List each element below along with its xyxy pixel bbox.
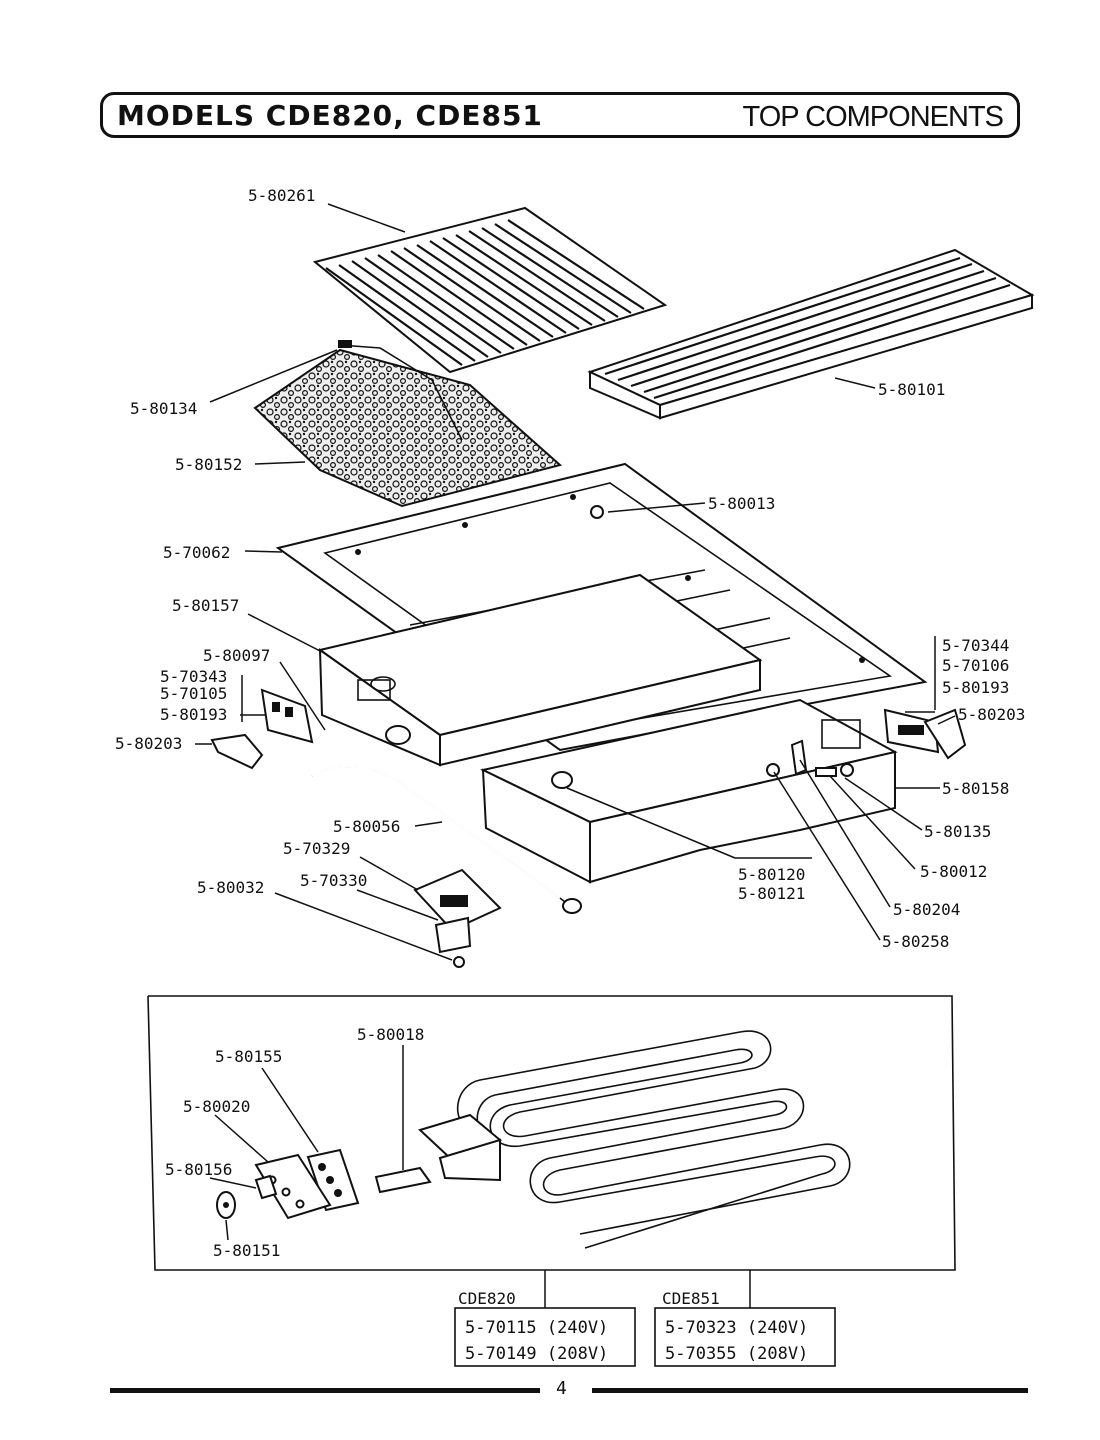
label-5-80018: 5-80018: [357, 1025, 424, 1044]
leader-lines-box: [209, 1045, 751, 1308]
label-5-80134: 5-80134: [130, 399, 197, 418]
cde820-model: CDE820: [458, 1289, 516, 1308]
heating-element-box: [147, 995, 956, 1271]
cde851-line-208v: 5-70355 (208V): [665, 1344, 808, 1364]
label-5-80101: 5-80101: [878, 380, 945, 399]
label-5-80013: 5-80013: [708, 494, 775, 513]
label-5-80258: 5-80258: [882, 932, 949, 951]
cde820-line-208v: 5-70149 (208V): [465, 1344, 608, 1364]
fastener-set: [766, 739, 854, 777]
cde820-table: [454, 1307, 636, 1367]
label-5-80203-left: 5-80203: [115, 734, 182, 753]
switch-housing: [413, 868, 502, 968]
label-5-80151: 5-80151: [213, 1241, 280, 1260]
label-5-80097: 5-80097: [203, 646, 270, 665]
footer-rule-left: [110, 1388, 540, 1393]
label-5-80152: 5-80152: [175, 455, 242, 474]
label-5-80157: 5-80157: [172, 596, 239, 615]
terminal-parts: [216, 1148, 432, 1220]
heating-element: [418, 1030, 851, 1249]
label-5-70106: 5-70106: [942, 656, 1009, 675]
label-5-80261: 5-80261: [248, 186, 315, 205]
label-5-80203-right: 5-80203: [958, 705, 1025, 724]
page-number: 4: [556, 1378, 567, 1399]
label-5-70105: 5-70105: [160, 684, 227, 703]
right-switch-bracket: [883, 708, 967, 760]
grill-grate: [312, 206, 668, 374]
left-switch-bracket: [210, 688, 314, 770]
leader-lines: [195, 203, 956, 961]
models-title: MODELS CDE820, CDE851: [117, 99, 543, 132]
label-5-80020: 5-80020: [183, 1097, 250, 1116]
cde851-line-240v: 5-70323 (240V): [665, 1318, 808, 1338]
cde820-line-240v: 5-70115 (240V): [465, 1318, 608, 1338]
label-5-70330: 5-70330: [300, 871, 367, 890]
label-5-80012: 5-80012: [920, 862, 987, 881]
label-5-80135: 5-80135: [924, 822, 991, 841]
label-5-70329: 5-70329: [283, 839, 350, 858]
label-5-80193-right: 5-80193: [942, 678, 1009, 697]
label-5-80158: 5-80158: [942, 779, 1009, 798]
page-header: MODELS CDE820, CDE851 TOP COMPONENTS: [100, 92, 1020, 138]
label-5-80032: 5-80032: [197, 878, 264, 897]
label-5-80156: 5-80156: [165, 1160, 232, 1179]
footer-rule-right: [592, 1388, 1028, 1393]
label-5-70062: 5-70062: [163, 543, 230, 562]
cover-panel: [587, 248, 1035, 420]
right-drip-pan: [479, 698, 898, 884]
label-5-80121: 5-80121: [738, 884, 805, 903]
cde851-table: [654, 1307, 836, 1367]
drain-tube: [311, 725, 582, 914]
left-drip-pan: [317, 573, 763, 767]
label-5-80120: 5-80120: [738, 865, 805, 884]
label-5-80155: 5-80155: [215, 1047, 282, 1066]
label-5-70343: 5-70343: [160, 667, 227, 686]
label-5-80056: 5-80056: [333, 817, 400, 836]
rock-bed: [253, 340, 563, 508]
label-5-70344: 5-70344: [942, 636, 1009, 655]
cde851-model: CDE851: [662, 1289, 720, 1308]
section-title: TOP COMPONENTS: [742, 101, 1004, 133]
label-5-80204: 5-80204: [893, 900, 960, 919]
label-5-80193-left: 5-80193: [160, 705, 227, 724]
